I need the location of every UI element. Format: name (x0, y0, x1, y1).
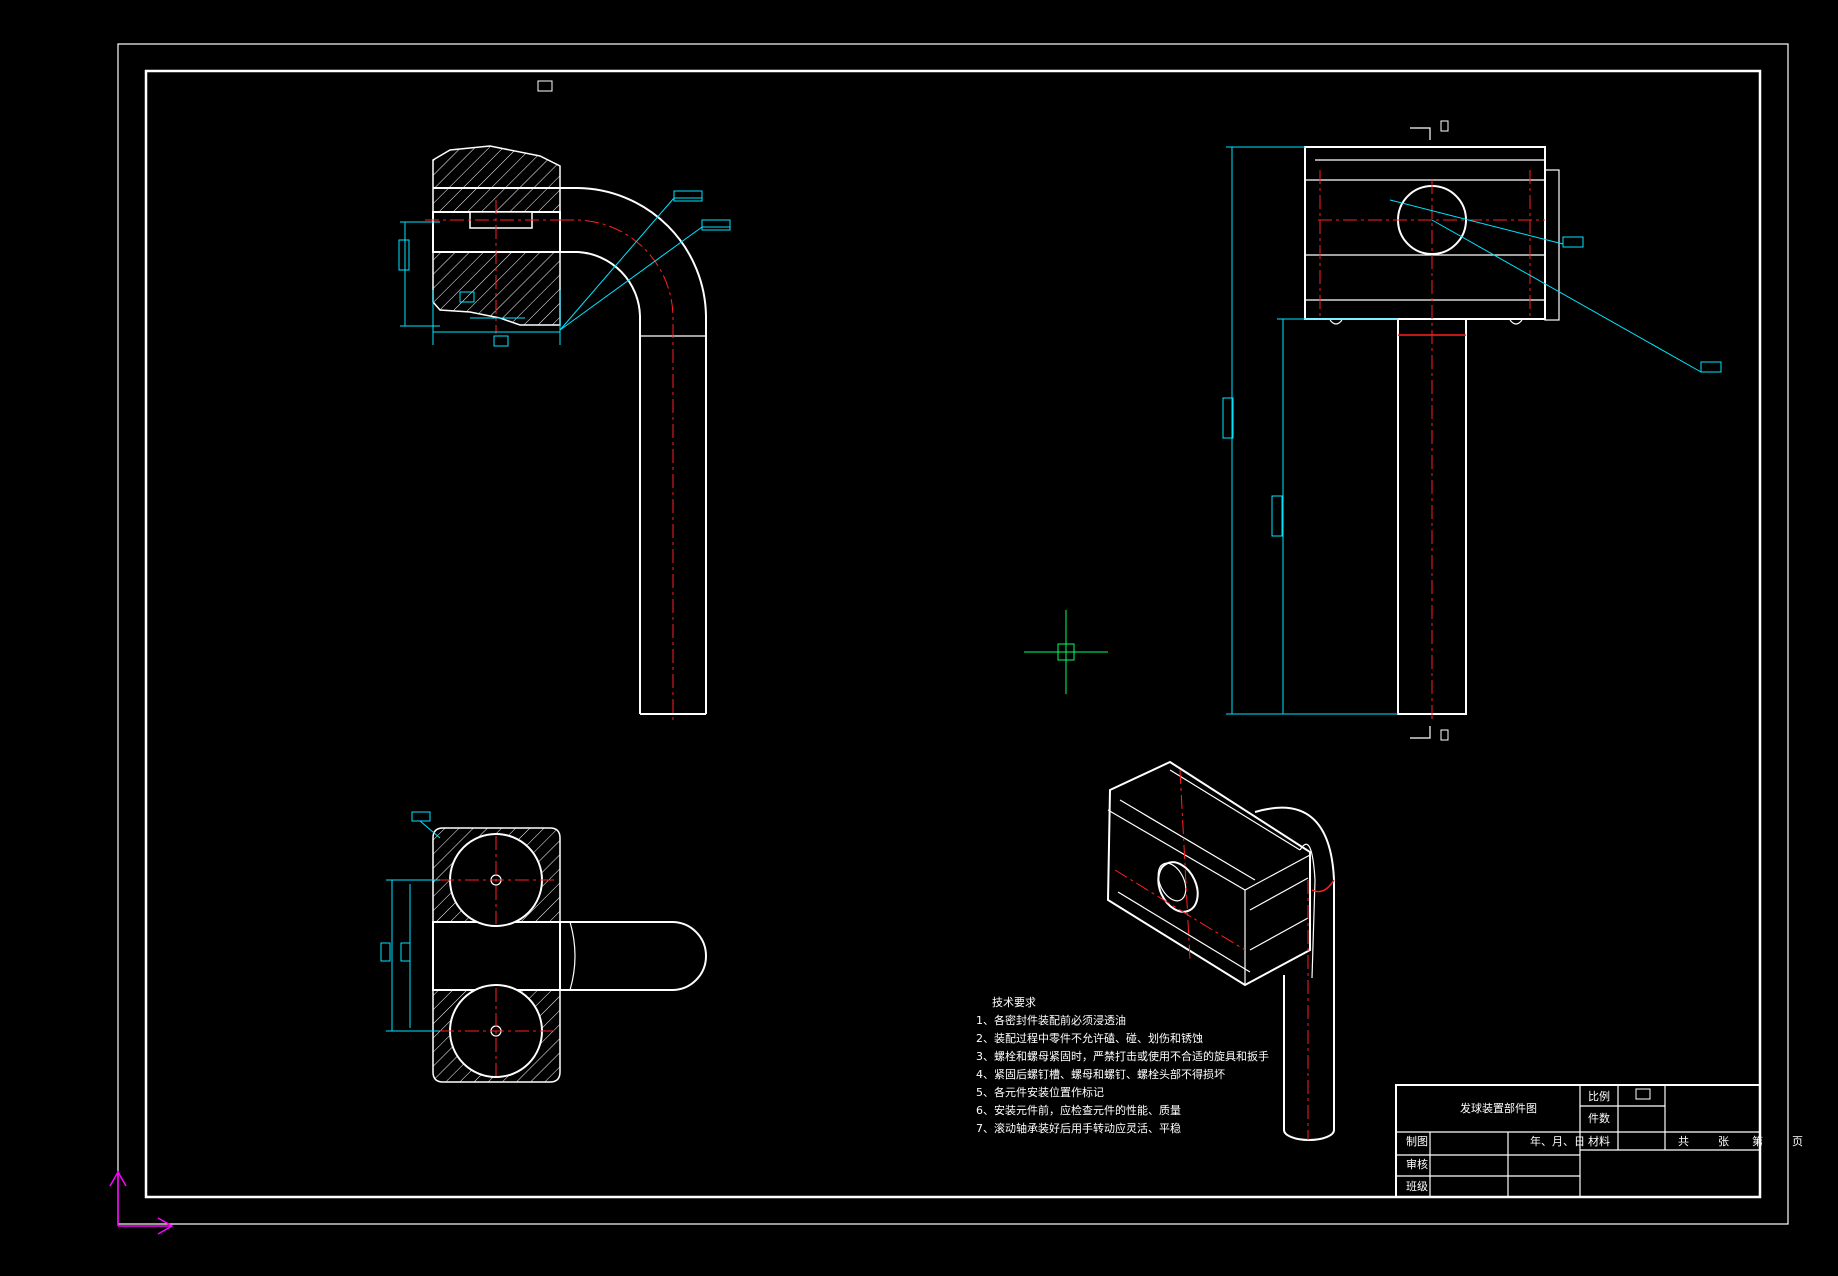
quantity-label: 件数 (1588, 1112, 1610, 1125)
tech-req-item: 3、螺栓和螺母紧固时，严禁打击或使用不合适的旋具和扳手 (976, 1049, 1269, 1063)
tech-req-item: 6、安装元件前，应检查元件的性能、质量 (976, 1103, 1181, 1117)
outer-border (117, 43, 1789, 1225)
tech-req-item: 5、各元件安装位置作标记 (976, 1085, 1104, 1099)
front-view (398, 145, 731, 722)
sheet-total-label: 共 (1678, 1135, 1689, 1148)
material-label: 材料 (1588, 1134, 1610, 1148)
sheet-unit-label: 张 (1718, 1135, 1729, 1148)
tech-req-item: 4、紧固后螺钉槽、螺母和螺钉、螺栓头部不得损坏 (976, 1067, 1225, 1081)
tech-req-item: 2、装配过程中零件不允许磕、碰、划伤和锈蚀 (976, 1031, 1203, 1045)
tech-req-title: 技术要求 (992, 996, 1036, 1009)
tech-req-item: 7、滚动轴承装好后用手转动应灵活、平稳 (976, 1121, 1181, 1135)
tech-req-item: 1、各密封件装配前必须浸透油 (976, 1013, 1126, 1027)
inner-border (144, 69, 1762, 1199)
top-view (380, 811, 707, 1083)
small-label-box (537, 80, 553, 92)
page-unit-label: 页 (1792, 1135, 1803, 1148)
checked-label: 审核 (1406, 1157, 1428, 1171)
sheet-no-label: 第 (1752, 1134, 1763, 1148)
side-view (1222, 120, 1722, 741)
scale-label: 比例 (1588, 1089, 1610, 1103)
drawn-by-label: 制图 (1406, 1135, 1428, 1148)
isometric-view (1106, 760, 1335, 1141)
drawing-name: 发球装置部件图 (1460, 1101, 1537, 1115)
title-block: 发球装置部件图 比例 件数 材料 制图 年、月、日 审核 班级 共 张 第 页 (1395, 1084, 1803, 1198)
cursor-crosshair (1024, 610, 1108, 694)
class-label: 班级 (1406, 1180, 1428, 1193)
ucs-icon (109, 1170, 174, 1235)
date-label: 年、月、日 (1530, 1134, 1585, 1148)
technical-requirements: 技术要求 1、各密封件装配前必须浸透油 2、装配过程中零件不允许磕、碰、划伤和锈… (976, 996, 1269, 1135)
